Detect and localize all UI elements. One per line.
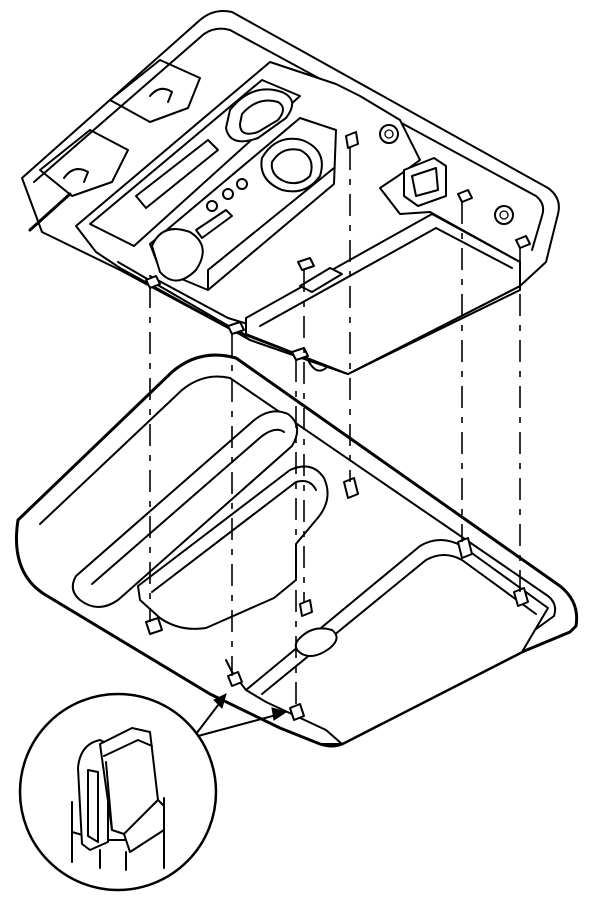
trim-panel-inner-rim (39, 375, 557, 633)
retaining-clip-detail (18, 692, 218, 892)
callout-arrow-1-shaft (195, 699, 223, 735)
console-clip-pad-6 (515, 235, 531, 249)
lamp-button-2 (222, 188, 234, 200)
storage-bin-latch (299, 267, 343, 293)
console-clip-pad-1 (145, 275, 161, 289)
clip-spring-wing-ridge (103, 739, 153, 757)
map-lamp-lens-right-inner (270, 148, 313, 185)
display-window (135, 139, 219, 209)
console-clip-pad-4 (345, 131, 359, 149)
wire-lead-left (28, 192, 72, 232)
mount-tab-left-2 (39, 129, 129, 197)
clip-right-leg (123, 799, 165, 853)
trim-lamp-opening-inner (151, 480, 317, 593)
callout-arrow-2-head (271, 707, 288, 721)
mounting-bracket-right-slot (411, 167, 439, 197)
mounting-boss-1 (379, 124, 399, 144)
trim-clip-pocket-2 (227, 671, 243, 687)
clip-left-stem (77, 739, 109, 851)
trim-storage-recess (245, 539, 549, 745)
trim-slot-long-inner (91, 428, 285, 585)
console-clip-pad-2 (227, 321, 245, 335)
lamp-switch-slot (195, 209, 233, 239)
trim-slot-long (71, 410, 299, 608)
console-clip-pad-5 (457, 189, 473, 203)
console-clip-pad-3 (297, 257, 315, 271)
mounting-boss-2 (494, 205, 514, 225)
lamp-button-1 (206, 200, 218, 212)
trim-clip-pocket-4 (299, 599, 313, 617)
callout-arrows (195, 693, 288, 737)
lamp-button-3 (236, 178, 248, 190)
trim-storage-recess-rim (261, 554, 537, 695)
mounting-boss-1-hole (384, 129, 394, 139)
callout-arrow-1-head (213, 693, 227, 709)
alignment-lines (149, 148, 521, 708)
storage-bin-door-edge (259, 227, 513, 327)
map-lamp-lens-left (151, 228, 204, 282)
clip-spring-wing-fold (105, 761, 113, 831)
trim-lamp-opening (137, 465, 329, 630)
trim-oval-slot (294, 627, 338, 657)
mount-hook-left-2 (63, 168, 89, 183)
clip-foot (99, 849, 127, 871)
clip-left-stem-slot (87, 769, 99, 843)
trim-clip-pocket-1 (145, 617, 163, 635)
trim-panel-lower-flange (43, 593, 343, 745)
upper-console-assembly (21, 10, 560, 375)
trim-clip-pocket-3 (289, 703, 305, 721)
sunglass-compartment-lid-inner (239, 99, 284, 135)
callout-arrow-2-shaft (197, 713, 281, 737)
mount-tab-left-1 (109, 59, 201, 123)
console-rear-tab (307, 359, 327, 372)
mount-hook-left-1 (149, 87, 173, 103)
mounting-boss-2-hole (499, 210, 509, 220)
lamp-housing-ridge (207, 167, 335, 291)
trim-clip-pocket-6 (457, 537, 473, 559)
